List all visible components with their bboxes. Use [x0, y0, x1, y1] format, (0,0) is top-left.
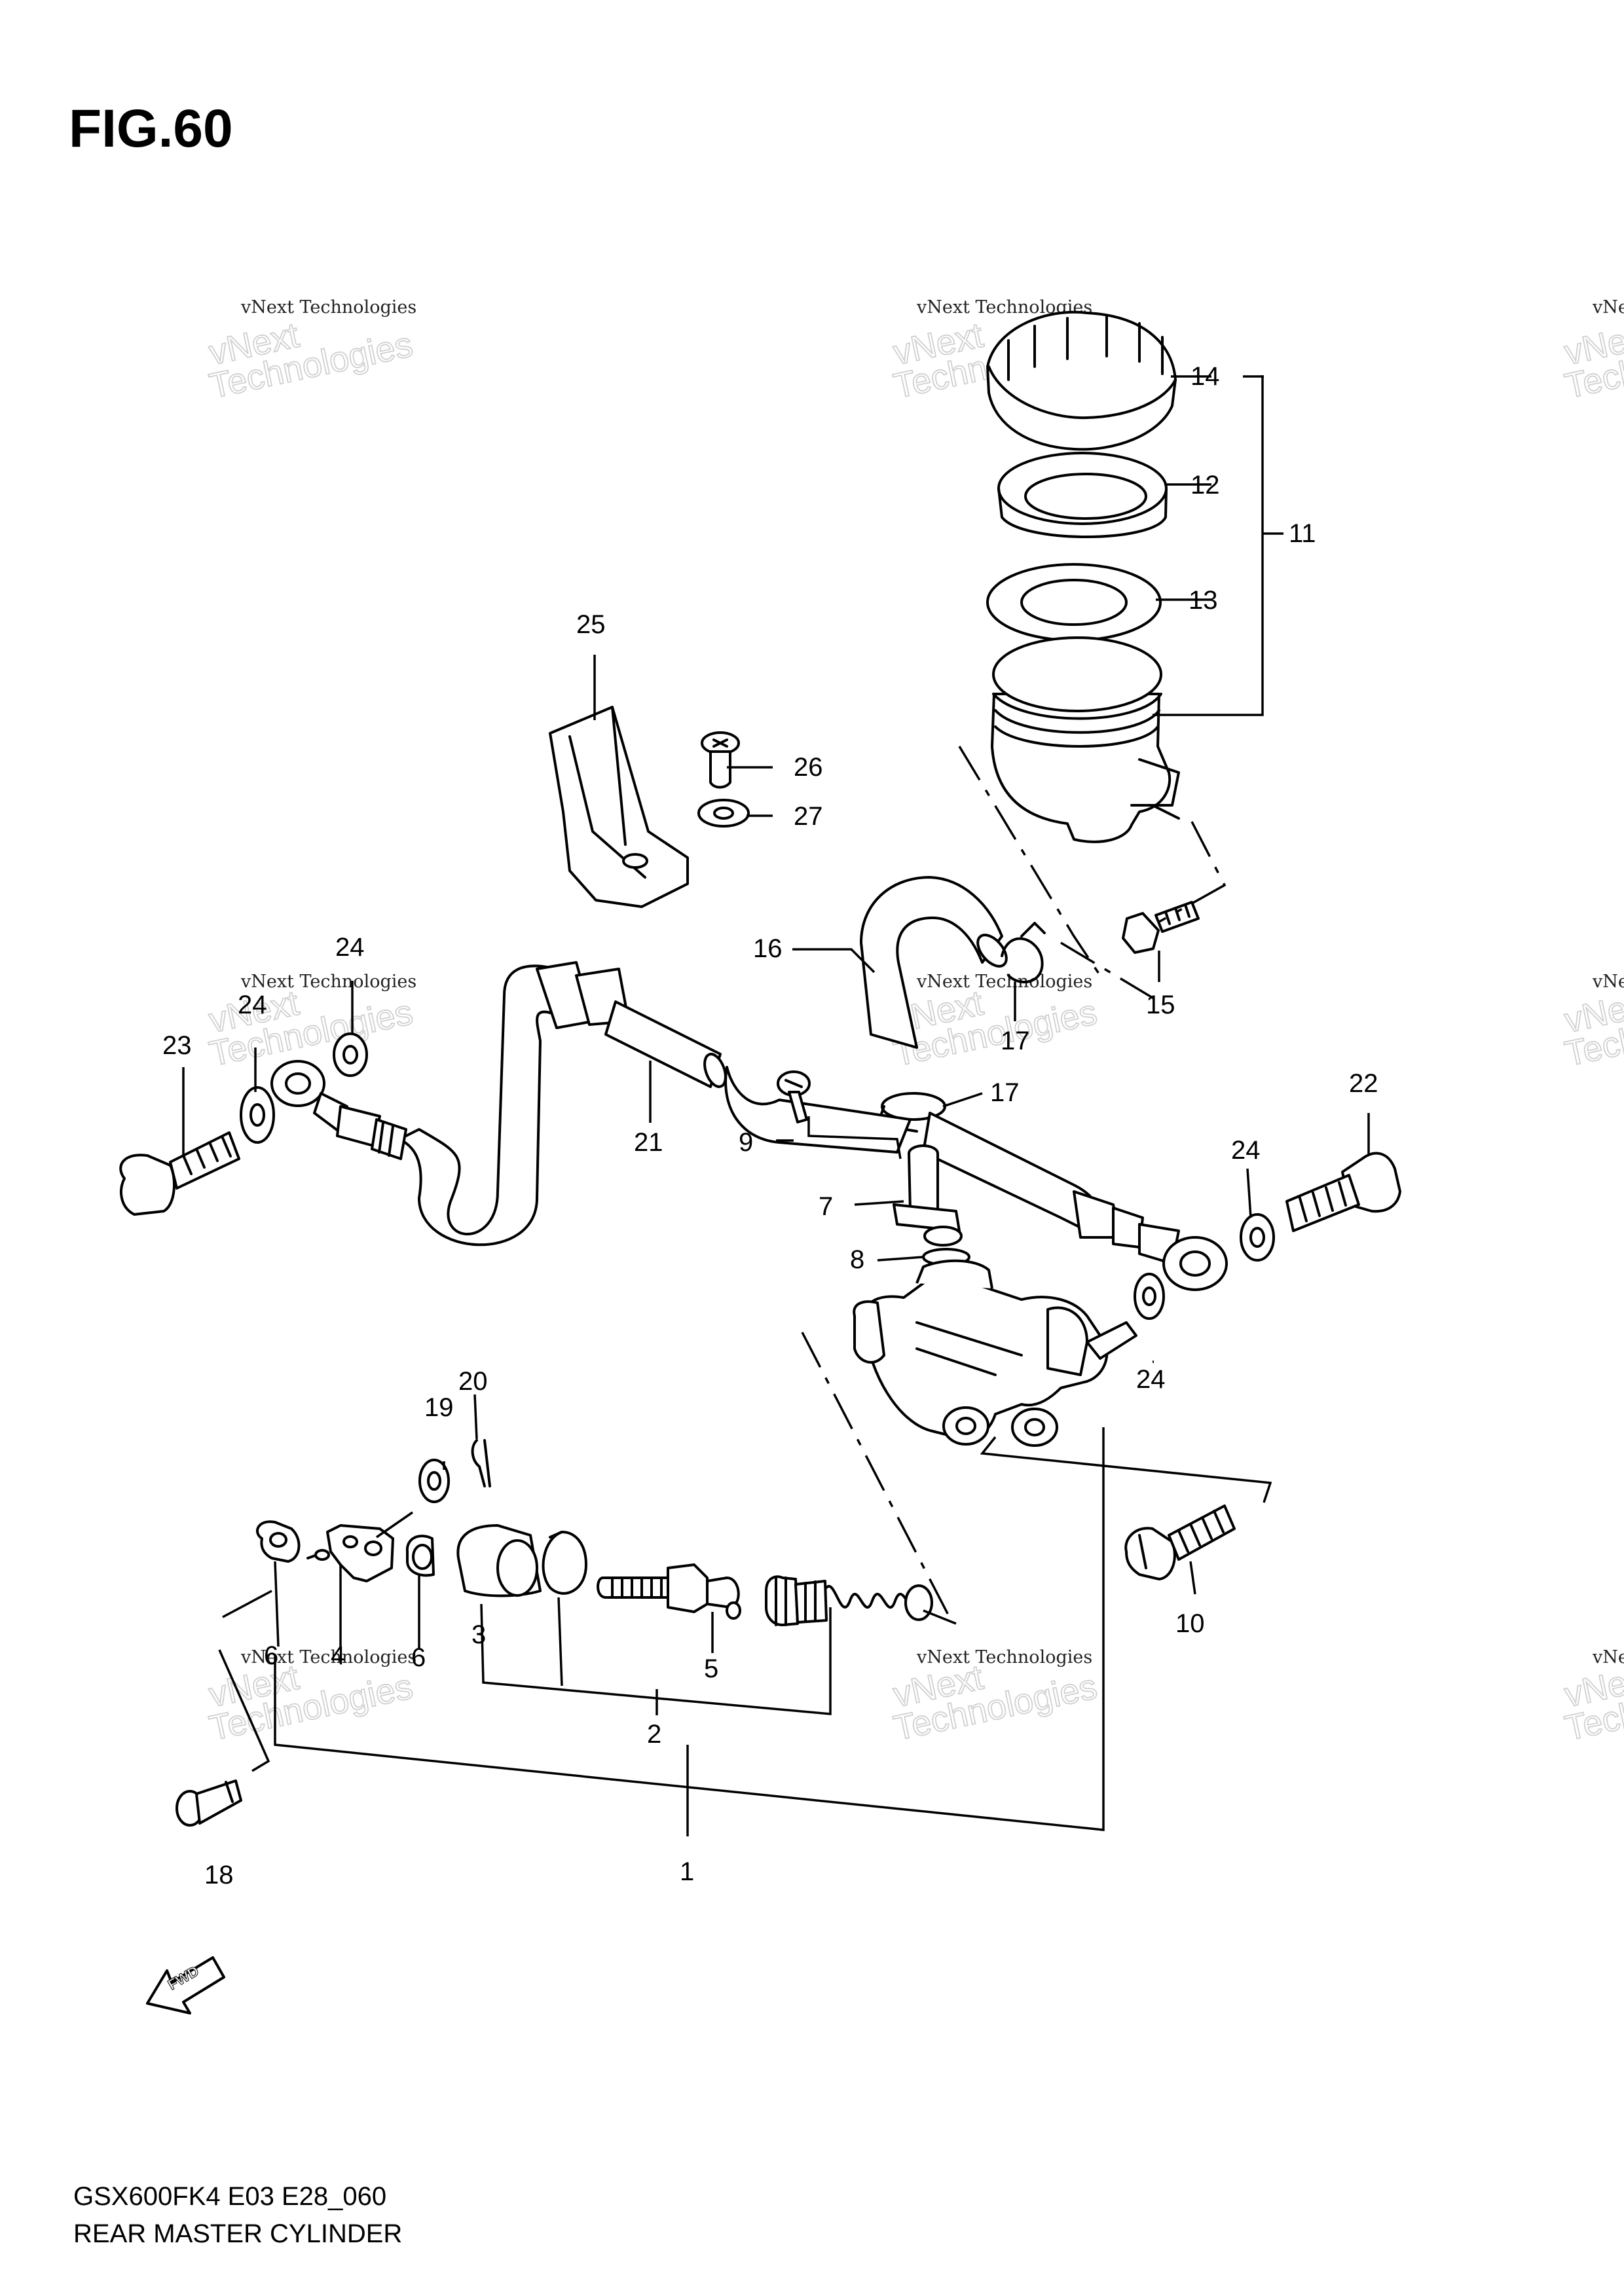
figure-code: GSX600FK4 E03 E28_060: [73, 2182, 387, 2211]
boot-3: [456, 1524, 542, 1597]
figure-name: REAR MASTER CYLINDER: [73, 2219, 403, 2248]
hose-clamp-17-upper: [1001, 922, 1046, 983]
callout-24: 24: [238, 991, 267, 1019]
callout-13: 13: [1189, 586, 1218, 615]
callout-11: 11: [1289, 519, 1316, 548]
callout-22: 22: [1349, 1069, 1378, 1098]
watermark-text: vNext Technologies: [240, 297, 416, 318]
banjo-bolt-22: [1285, 1152, 1401, 1232]
bracket-25: [549, 706, 689, 908]
callout-19: 19: [424, 1393, 454, 1422]
callout-26: 26: [794, 753, 823, 782]
push-rod-5: [597, 1563, 741, 1620]
callout-8: 8: [850, 1245, 864, 1274]
callout-1: 1: [680, 1857, 694, 1886]
figure-title: FIG.60: [69, 99, 233, 158]
callout-10: 10: [1175, 1609, 1205, 1638]
callout-7: 7: [819, 1192, 833, 1221]
brake-hose-21: [398, 961, 1228, 1291]
bolt-10: [1124, 1504, 1236, 1580]
callout-15: 15: [1146, 991, 1175, 1019]
watermark-text: vNext Technologies: [1592, 1647, 1624, 1667]
callout-21: 21: [634, 1128, 663, 1157]
left-banjo-fitting: [270, 1060, 407, 1160]
bolt-15: [1122, 901, 1200, 954]
reservoir-plate-13: [986, 563, 1162, 642]
washer-24-a: [240, 1086, 275, 1144]
screw-9: [777, 1070, 811, 1123]
callout-4: 4: [331, 1641, 345, 1670]
callout-24: 24: [1136, 1365, 1166, 1394]
callouts: 14 12 11 13 25 26 27 16 15 17 17 24 24 2…: [162, 362, 1378, 1889]
callout-3: 3: [471, 1620, 486, 1649]
piston-spring-2: [765, 1575, 933, 1626]
watermark-text: vNext Technologies: [1592, 297, 1624, 318]
washer-24-b: [333, 1032, 368, 1077]
pin-18: [175, 1779, 242, 1827]
watermark-text: vNext Technologies: [240, 1647, 416, 1667]
washer-24-d: [1134, 1273, 1165, 1320]
callout-17: 17: [1001, 1027, 1030, 1055]
fwd-arrow-icon: FWD: [146, 1956, 225, 2014]
callout-20: 20: [458, 1367, 488, 1396]
washer-19: [418, 1459, 450, 1503]
leader-lines: [182, 375, 1370, 1836]
callout-25: 25: [576, 610, 606, 639]
callout-2: 2: [647, 1720, 661, 1749]
callout-23: 23: [162, 1031, 192, 1060]
reservoir-body-11: [991, 636, 1180, 843]
circlip: [542, 1531, 587, 1595]
callout-6: 6: [264, 1641, 278, 1670]
reservoir-diaphragm-12: [997, 452, 1168, 538]
callout-24: 24: [1231, 1136, 1261, 1165]
inlet-joint-7: [893, 1144, 963, 1247]
callout-18: 18: [204, 1861, 234, 1889]
callout-24: 24: [335, 933, 365, 962]
callout-6: 6: [411, 1643, 426, 1672]
master-cylinder-body: [853, 1259, 1137, 1447]
callout-5: 5: [704, 1654, 718, 1683]
dash-dot-guide-lines: [801, 746, 1227, 1625]
washer-27: [697, 799, 750, 828]
callout-17: 17: [990, 1078, 1020, 1107]
callout-9: 9: [739, 1128, 753, 1157]
reservoir-hose-16: [860, 876, 1008, 1049]
nut-6-left: [255, 1520, 301, 1563]
banjo-bolt-23: [119, 1131, 240, 1216]
washer-24-c: [1240, 1213, 1275, 1262]
watermark-text: vNext Technologies: [916, 972, 1092, 992]
reservoir-cap-14: [986, 310, 1177, 451]
watermark-text: vNext Technologies: [1592, 972, 1624, 992]
callout-14: 14: [1190, 362, 1220, 391]
callout-27: 27: [794, 802, 823, 831]
clevis-4: [306, 1524, 394, 1582]
screw-26: [701, 731, 740, 789]
watermark-text: vNext Technologies: [916, 1647, 1092, 1667]
callout-16: 16: [753, 934, 783, 963]
callout-12: 12: [1190, 471, 1220, 500]
cotter-pin-20: [471, 1439, 491, 1487]
watermark-text: vNext Technologies: [240, 972, 416, 992]
bushing-6: [405, 1535, 435, 1577]
